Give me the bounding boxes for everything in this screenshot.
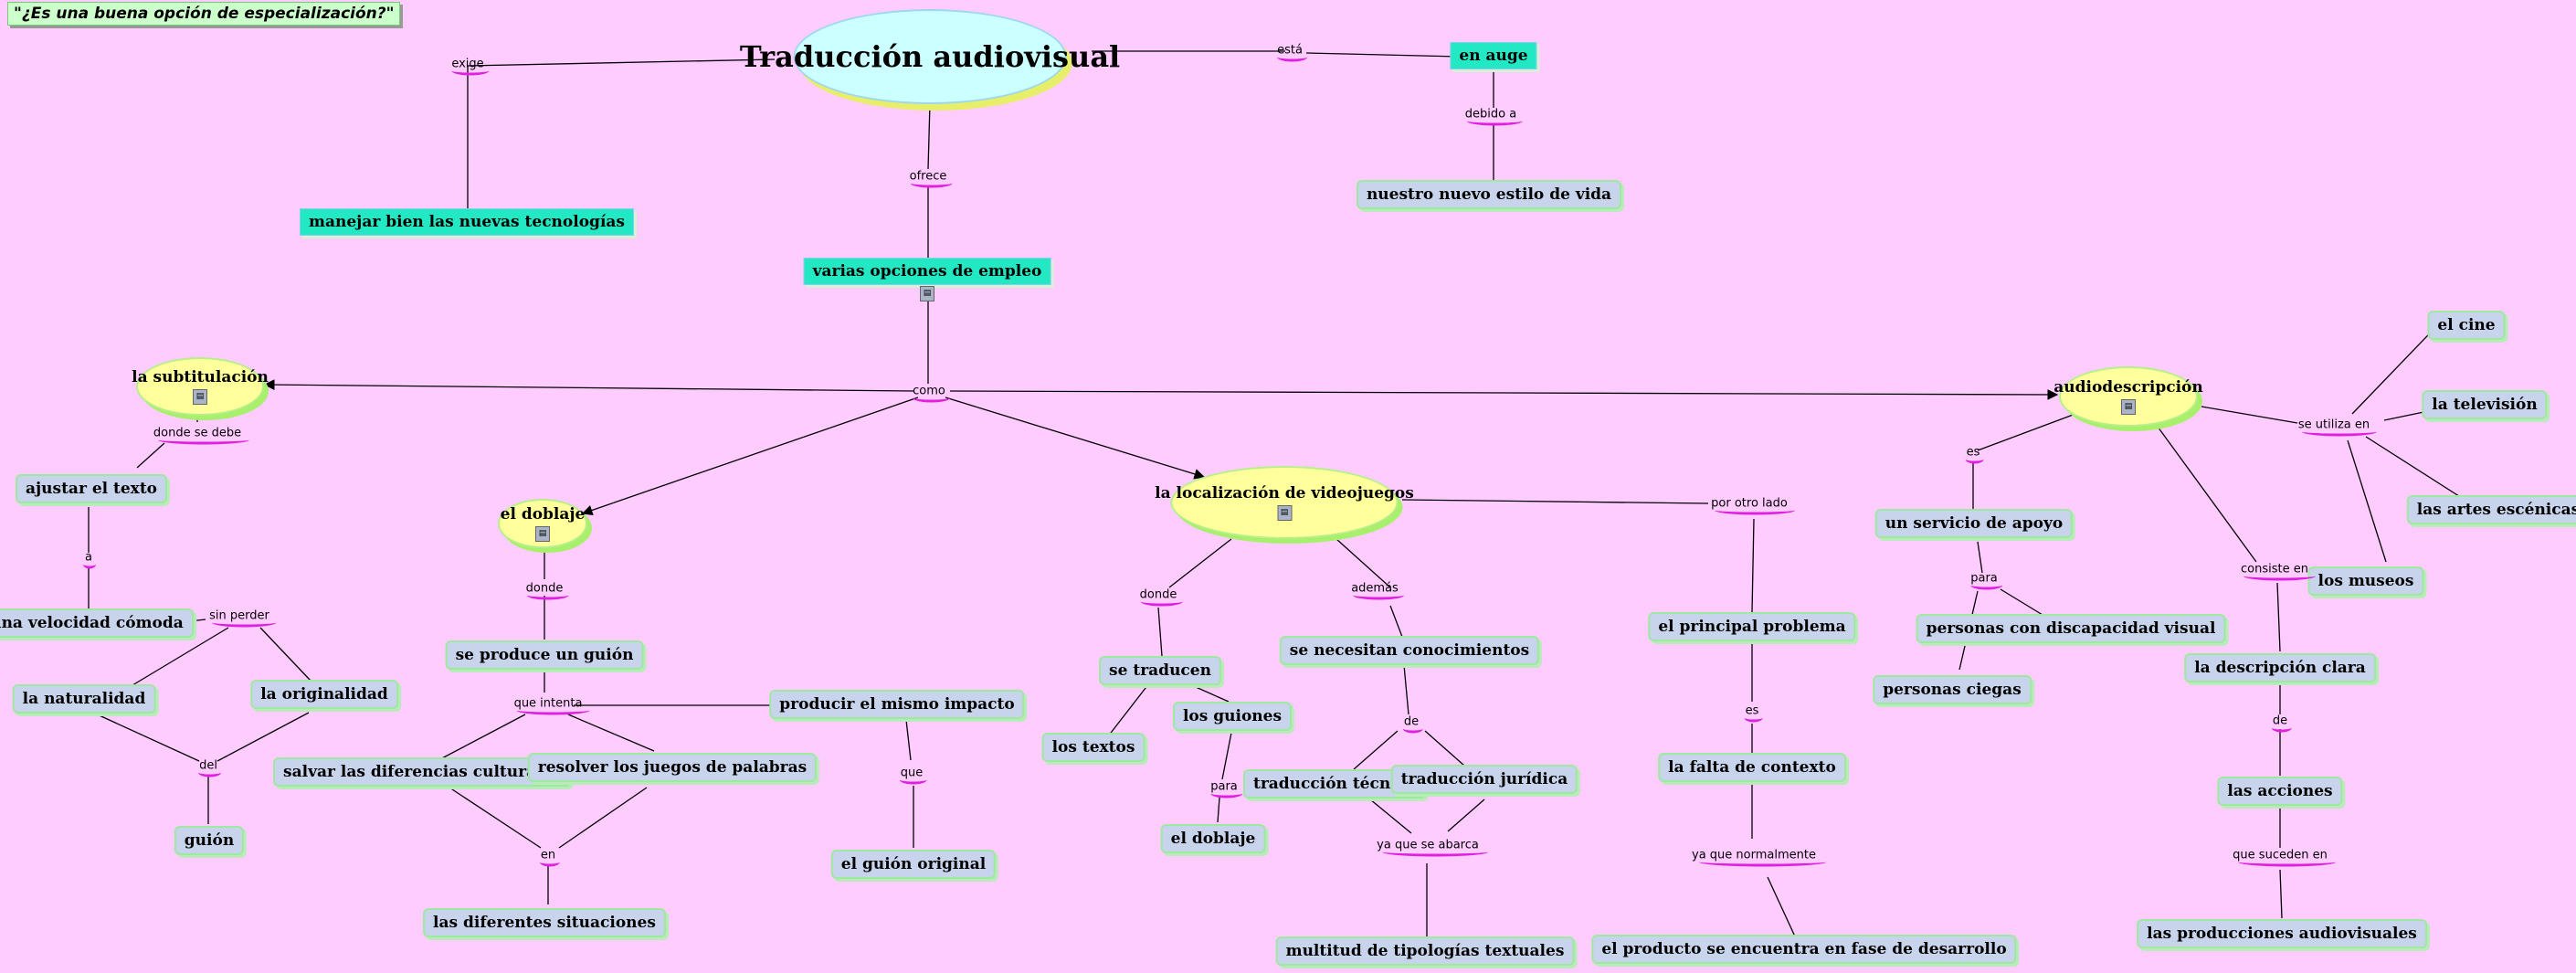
note-icon[interactable]: ▤ (920, 286, 934, 301)
link-de-conocimientos[interactable]: de (1401, 715, 1423, 734)
concept-falta[interactable]: la falta de contexto (1658, 753, 1846, 782)
concept-situaciones[interactable]: las diferentes situaciones (423, 908, 666, 937)
link-por-otro-lado[interactable]: por otro lado (1708, 497, 1795, 515)
concept-ajustar[interactable]: ajustar el texto (15, 474, 168, 503)
concept-guion[interactable]: guión (174, 826, 245, 855)
concept-juridica[interactable]: traducción jurídica (1390, 765, 1578, 794)
concept-opciones[interactable]: varias opciones de empleo (803, 258, 1051, 285)
concept-television[interactable]: la televisión (2422, 390, 2548, 419)
link-consiste-en[interactable]: consiste en (2238, 563, 2316, 581)
link-de-descripcion[interactable]: de (2270, 714, 2292, 733)
concept-museos[interactable]: los museos (2307, 566, 2424, 596)
link-ofrece[interactable]: ofrece (907, 170, 952, 188)
link-es-problema[interactable]: es (1743, 704, 1763, 723)
link-ya-que-se-abarca[interactable]: ya que se abarca (1374, 839, 1488, 857)
link-para-guiones[interactable]: para (1208, 780, 1242, 798)
concept-doblaje-label: el doblaje (500, 505, 586, 524)
concept-subtitulacion[interactable]: la subtitulación ▤ (132, 357, 269, 416)
link-ya-que-normalmente[interactable]: ya que normalmente (1689, 849, 1827, 867)
concept-localizacion[interactable]: la localización de videojuegos ▤ (1155, 466, 1414, 539)
link-en[interactable]: en (538, 849, 560, 867)
concept-ciegas[interactable]: personas ciegas (1873, 675, 2032, 704)
concept-conocimientos[interactable]: se necesitan conocimientos (1279, 636, 1540, 665)
concept-tipologias[interactable]: multitud de tipologías textuales (1275, 936, 1575, 966)
concept-descripcion[interactable]: la descripción clara (2184, 653, 2376, 682)
concept-se-traducen[interactable]: se traducen (1099, 656, 1221, 685)
concept-producir-impacto[interactable]: producir el mismo impacto (769, 690, 1025, 719)
concept-el-doblaje-2[interactable]: el doblaje (1160, 824, 1266, 853)
link-que-intenta[interactable]: que intenta (512, 697, 590, 715)
concept-acciones[interactable]: las acciones (2217, 777, 2343, 806)
link-donde-doblaje[interactable]: donde (523, 582, 568, 600)
concept-resolver[interactable]: resolver los juegos de palabras (527, 753, 818, 782)
concept-los-textos[interactable]: los textos (1041, 733, 1145, 762)
concept-originalidad[interactable]: la originalidad (250, 680, 398, 709)
concept-problema[interactable]: el principal problema (1648, 612, 1856, 641)
link-como[interactable]: como (910, 385, 951, 403)
link-donde-se-debe[interactable]: donde se debe (151, 427, 250, 445)
note-icon[interactable]: ▤ (1277, 505, 1292, 521)
concept-los-guiones[interactable]: los guiones (1172, 702, 1293, 731)
concept-main[interactable]: Traducción audiovisual (740, 9, 1120, 104)
concept-subtitulacion-label: la subtitulación (132, 368, 269, 386)
concept-tecnologias[interactable]: manejar bien las nuevas tecnologías (300, 208, 634, 236)
link-donde-localizacion[interactable]: donde (1137, 588, 1182, 607)
concept-main-label: Traducción audiovisual (739, 39, 1121, 74)
note-icon[interactable]: ▤ (2121, 399, 2136, 415)
concept-localizacion-label: la localización de videojuegos (1155, 484, 1414, 502)
link-que[interactable]: que (898, 767, 927, 785)
concept-velocidad[interactable]: una velocidad cómoda (0, 608, 194, 638)
concept-audiodescripcion-label: audiodescripción (2053, 378, 2203, 397)
concept-produce-guion[interactable]: se produce un guión (445, 640, 644, 670)
link-sin-perder[interactable]: sin perder (206, 609, 276, 628)
concept-audiodescripcion[interactable]: audiodescripción ▤ (2053, 366, 2203, 427)
concept-producciones[interactable]: las producciones audiovisuales (2137, 919, 2427, 948)
link-debido-a[interactable]: debido a (1462, 108, 1524, 126)
link-a[interactable]: a (82, 551, 96, 569)
map-title: "¿Es una buena opción de especialización… (7, 2, 401, 26)
link-que-suceden-en[interactable]: que suceden en (2230, 849, 2337, 867)
concept-naturalidad[interactable]: la naturalidad (12, 684, 156, 714)
link-ademas[interactable]: además (1348, 582, 1404, 600)
note-icon[interactable]: ▤ (535, 526, 550, 542)
concept-estilo-vida[interactable]: nuestro nuevo estilo de vida (1356, 180, 1622, 209)
concept-guion-original[interactable]: el guión original (830, 850, 997, 879)
concept-en-auge[interactable]: en auge (1450, 42, 1537, 69)
link-se-utiliza-en[interactable]: se utiliza en (2296, 418, 2378, 437)
concept-doblaje[interactable]: el doblaje ▤ (498, 499, 587, 548)
concept-desarrollo[interactable]: el producto se encuentra en fase de desa… (1591, 935, 2017, 964)
link-del[interactable]: del (196, 759, 222, 777)
concept-cine[interactable]: el cine (2427, 311, 2506, 340)
link-es-audiodescripcion[interactable]: es (1964, 446, 1984, 464)
link-esta[interactable]: está (1274, 44, 1307, 62)
concept-escenicas[interactable]: las artes escénicas (2406, 495, 2576, 524)
concept-servicio[interactable]: un servicio de apoyo (1874, 509, 2074, 538)
link-exige[interactable]: exige (449, 58, 490, 76)
link-para-servicio[interactable]: para (1968, 572, 2002, 590)
concept-discapacidad[interactable]: personas con discapacidad visual (1916, 614, 2226, 643)
note-icon[interactable]: ▤ (193, 389, 207, 405)
concept-salvar[interactable]: salvar las diferencias culturales (273, 757, 571, 787)
